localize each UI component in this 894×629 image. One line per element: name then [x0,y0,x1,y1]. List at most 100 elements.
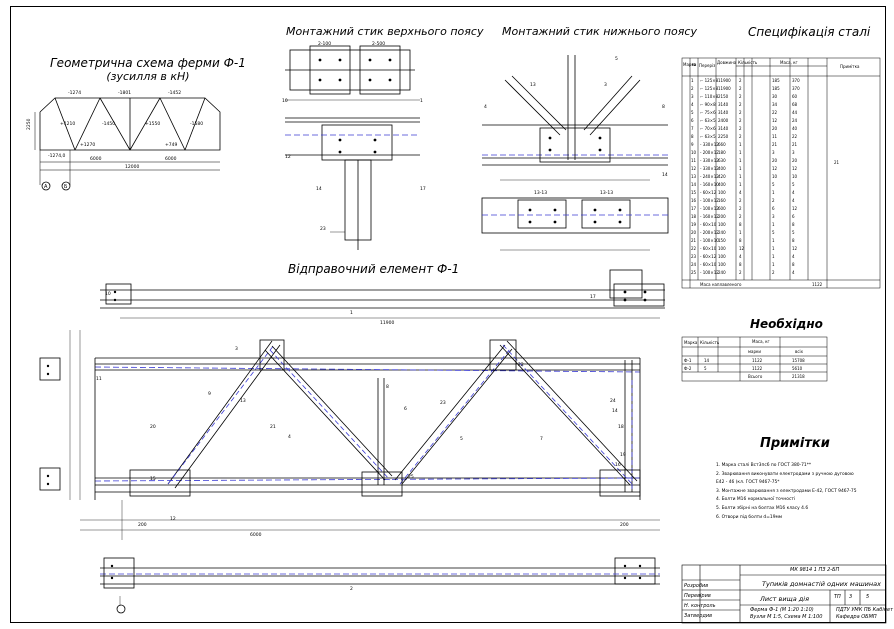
spec-cell: 1 [772,190,775,195]
spec-cell: 21 [772,142,778,147]
uj-mark-6: 23 [320,226,326,232]
spec-cell: 24 [691,262,697,267]
geo-total: 12000 [125,164,139,170]
spec-cell: 17 [691,206,697,211]
spec-cell: 3 [772,214,775,219]
tb-sheet: 3 [849,594,853,600]
lj-mark-1: 13 [530,82,536,88]
geo-height: 2250 [26,118,32,130]
spec-cell: 8 [792,222,795,227]
spec-cell: 44 [792,110,798,115]
spec-cell: 11 [691,158,697,163]
uj-mark-2: 1 [420,98,423,104]
spec-cell: 8 [739,222,742,227]
spec-cell: 19 [691,222,697,227]
spec-cell: 8 [739,262,742,267]
spec-cell: 6 [772,206,775,211]
uj-mark-4: 14 [316,186,322,192]
spec-cell: 2 [739,110,742,115]
spec-cell: 4 [739,190,742,195]
spec-cell: 12 [739,246,745,251]
lj-mark-4: 8 [662,104,665,110]
spec-cell: 14 [691,182,697,187]
spec-header-qty: Кількість [738,60,758,65]
spec-cell: 4 [792,190,795,195]
spec-cell: - 240×12 [700,174,719,179]
uj-mark-3: 12 [285,154,291,160]
geo-diag-force-1: +1210 [60,121,75,127]
spec-cell: ⌐ 70×6 [700,126,716,131]
spec-cell: 100 [718,254,726,259]
spec-cell: 1 [772,222,775,227]
spec-cell: 1 [739,182,742,187]
need-cell: 1122 [752,366,763,371]
spec-cell: 5 [772,182,775,187]
spec-cell: 5 [792,230,795,235]
spec-cell: 3 [792,150,795,155]
spec-cell: 68 [792,102,798,107]
spec-cell: 12 [792,246,798,251]
spec-cell: 25 [691,270,697,275]
spec-cell: 370 [792,86,800,91]
spec-cell: 4 [792,270,795,275]
need-header-qty: Кількість [700,340,720,345]
part-14: 14 [612,408,618,414]
part-2: 2 [350,586,353,592]
spec-total-label: Маса наплавленого [700,282,742,287]
spec-cell: 100 [718,262,726,267]
spec-cell: - 100×12 [700,206,719,211]
lj-section-2: 13-13 [600,190,613,196]
spec-cell: 11 [772,134,778,139]
shipping-element-title: Відправочний елемент Ф-1 [288,262,460,276]
spec-cell: 2 [739,214,742,219]
spec-cell: 1 [772,254,775,259]
spec-cell: - 60×10 [700,246,717,251]
spec-cell: 100 [718,246,726,251]
spec-cell: 12 [792,206,798,211]
lj-mark-5: 5 [615,56,618,62]
need-cell: 14 [704,358,710,363]
note-2: 2. Зварювання виконувати електродами з р… [716,471,854,477]
spec-cell: 2400 [718,118,729,123]
spec-cell: 185 [772,78,780,83]
spec-cell: 3140 [718,110,729,115]
part-3: 3 [235,346,238,352]
need-header-mark-mass: марки [748,349,762,354]
spec-cell: 7 [691,126,694,131]
spec-total-mass: 1122 [812,282,823,287]
axis-a: А [44,184,48,190]
tb-sheets: 5 [866,594,870,600]
spec-cell: 180 [718,150,726,155]
spec-cell: - 200×12 [700,230,719,235]
spec-cell: 5 [772,230,775,235]
geo-support: -1274,0 [48,153,66,159]
spec-cell: ⌐ 125×8 [700,78,719,83]
needed-title: Необхідно [750,317,823,331]
geo-top-force-3: -1452 [168,90,181,96]
spec-cell: 420 [718,174,726,179]
spec-cell: 160 [718,198,726,203]
spec-cell: 370 [792,78,800,83]
uj-plate-2: 2-500 [372,41,385,47]
need-cell: 15708 [792,358,805,363]
spec-cell: 1 [739,174,742,179]
part-6: 6 [404,406,407,412]
part-19: 19 [620,452,626,458]
spec-cell: 4 [739,254,742,259]
spec-cell: 22 [772,110,778,115]
spec-cell: 6 [691,118,694,123]
spec-cell: 5 [691,110,694,115]
part-23: 23 [440,400,446,406]
part-8: 8 [386,384,389,390]
upper-joint-view [285,45,420,250]
spec-cell: 2 [739,270,742,275]
spec-cell: 2 [739,134,742,139]
spec-cell: 12 [691,166,697,171]
geo-bottom-force-1: +1270 [80,142,95,148]
spec-cell: 12 [792,166,798,171]
spec-cell: 8 [691,134,694,139]
upper-joint-title: Монтажний стик верхнього поясу [286,25,484,38]
part-4: 4 [288,434,291,440]
spec-header-mass: Маса, кг [780,60,798,65]
ship-right: 200 [620,522,629,528]
